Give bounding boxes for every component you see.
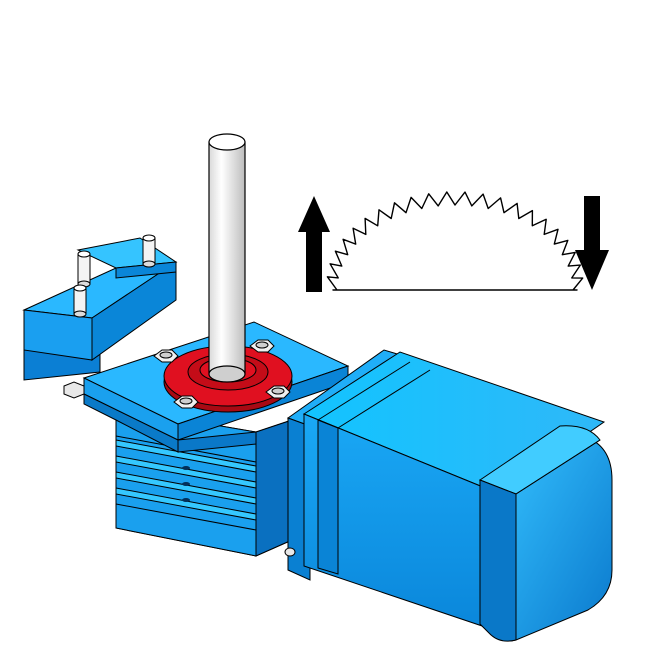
bolt (173, 395, 199, 409)
guide-pin (142, 234, 156, 268)
bolt (249, 339, 275, 353)
saw-blade-icon (326, 191, 584, 291)
motor (284, 349, 613, 642)
side-nut (63, 381, 85, 399)
shaft (208, 133, 246, 383)
arrow-up-icon (298, 196, 330, 292)
arrow-down-icon (575, 196, 609, 290)
bolt (153, 349, 179, 363)
guide-pin (77, 250, 91, 288)
finned-housing (115, 407, 293, 557)
guide-pin (73, 284, 87, 318)
bolt (265, 385, 291, 399)
